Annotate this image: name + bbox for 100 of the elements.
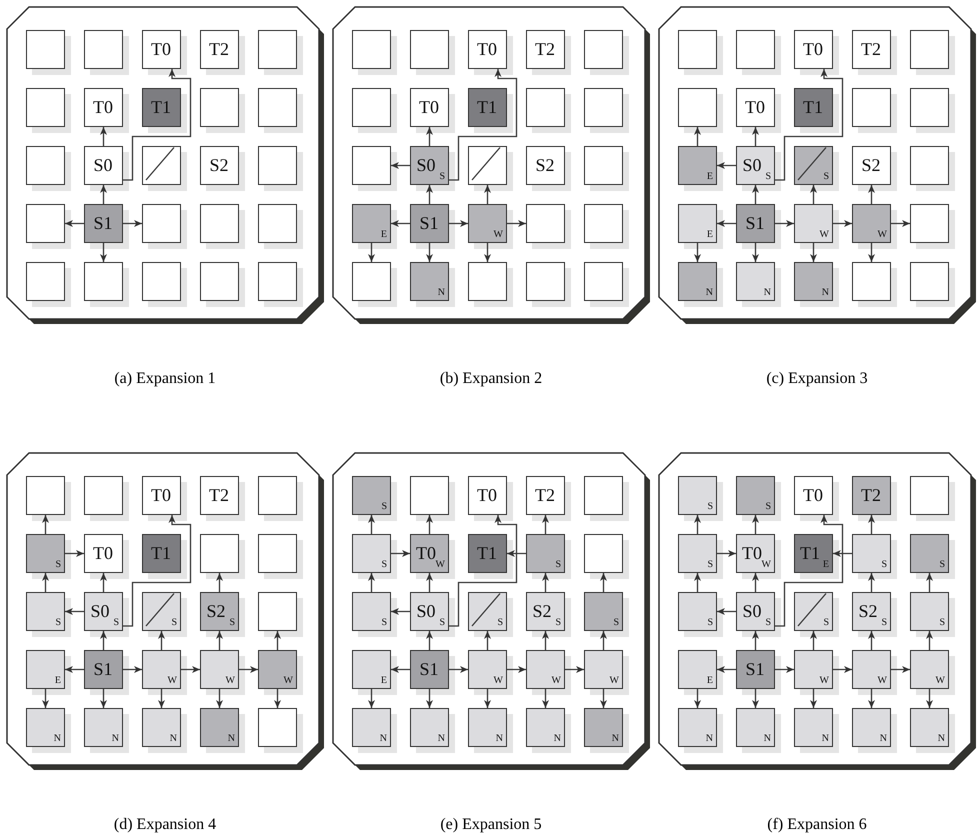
arrow (868, 243, 875, 262)
direction-letter: E (54, 676, 61, 686)
tile (258, 708, 297, 747)
panel-caption: (d) Expansion 4 (114, 816, 216, 834)
direction-letter: N (706, 734, 713, 744)
arrow (868, 515, 875, 534)
arrow (752, 689, 759, 708)
tile (468, 708, 507, 747)
tile-label: T0 (416, 543, 436, 563)
arrow (426, 689, 433, 708)
tile (794, 88, 833, 127)
tile (84, 650, 123, 689)
arrow (100, 689, 107, 708)
arrow (775, 666, 794, 673)
tile (26, 592, 65, 631)
direction-letter: S (881, 560, 887, 570)
tile-label: T0 (803, 39, 823, 59)
arrow (391, 220, 410, 227)
tile (678, 708, 717, 747)
tile (200, 534, 239, 573)
arrow (216, 689, 223, 708)
arrow (449, 515, 518, 627)
tile (910, 476, 949, 515)
direction-letter: N (170, 734, 177, 744)
tile-label: S1 (93, 659, 112, 679)
tile (678, 476, 717, 515)
direction-letter: N (764, 288, 771, 298)
tile (678, 592, 717, 631)
arrow (123, 666, 142, 673)
tile (258, 262, 297, 301)
tile-label: T0 (93, 97, 113, 117)
arrow (123, 220, 142, 227)
tile (584, 204, 623, 243)
tile (26, 650, 65, 689)
arrow (833, 220, 852, 227)
direction-letter: E (380, 230, 387, 240)
tile (200, 88, 239, 127)
tile-label: T2 (209, 39, 229, 59)
arrow (391, 550, 410, 557)
arrow (123, 515, 192, 627)
arrow (216, 631, 223, 650)
arrow (752, 185, 759, 204)
direction-letter: W (878, 676, 887, 686)
arrow (717, 162, 736, 169)
arrow (484, 689, 491, 708)
tile (526, 476, 565, 515)
tile (468, 204, 507, 243)
tile (26, 30, 65, 69)
tile (526, 592, 565, 631)
direction-letter: S (613, 618, 619, 628)
tile (852, 476, 891, 515)
arrow (449, 69, 518, 181)
tile-label: T2 (535, 485, 555, 505)
arrow (368, 243, 375, 262)
tile (852, 30, 891, 69)
arrow (752, 573, 759, 592)
arrow (216, 573, 223, 592)
tile (84, 592, 123, 631)
tile-label: T1 (477, 543, 497, 563)
arrow (775, 515, 844, 627)
direction-letter: S (939, 618, 945, 628)
tile (794, 650, 833, 689)
tile (410, 534, 449, 573)
tile (84, 146, 123, 185)
tile (258, 204, 297, 243)
tile (26, 204, 65, 243)
tile-label: S2 (532, 601, 552, 621)
tile (142, 476, 181, 515)
tile (794, 30, 833, 69)
direction-letter: S (439, 172, 445, 182)
direction-letter: N (554, 734, 561, 744)
tile (142, 262, 181, 301)
arrow (100, 127, 107, 146)
direction-letter: N (880, 734, 887, 744)
arrow (542, 573, 549, 592)
tile-label: S2 (535, 155, 554, 175)
tile-label: S1 (745, 213, 764, 233)
tile (258, 534, 297, 573)
tile (852, 592, 891, 631)
arrow (426, 243, 433, 262)
direction-letter: W (610, 676, 619, 686)
panel-caption: (b) Expansion 2 (440, 370, 542, 388)
tile (910, 592, 949, 631)
direction-letter: W (494, 230, 503, 240)
tile (678, 650, 717, 689)
arrow (717, 550, 736, 557)
tile (584, 146, 623, 185)
tile (736, 708, 775, 747)
tile (584, 650, 623, 689)
tile-label: S0 (742, 155, 762, 175)
tile (200, 592, 239, 631)
tile-label: T1 (477, 97, 497, 117)
arrow (426, 185, 433, 204)
tile (200, 30, 239, 69)
arrow (868, 185, 875, 204)
arrow (926, 573, 933, 592)
tile-label: S2 (206, 601, 226, 621)
arrow (100, 631, 107, 650)
tile (584, 534, 623, 573)
tile (142, 650, 181, 689)
